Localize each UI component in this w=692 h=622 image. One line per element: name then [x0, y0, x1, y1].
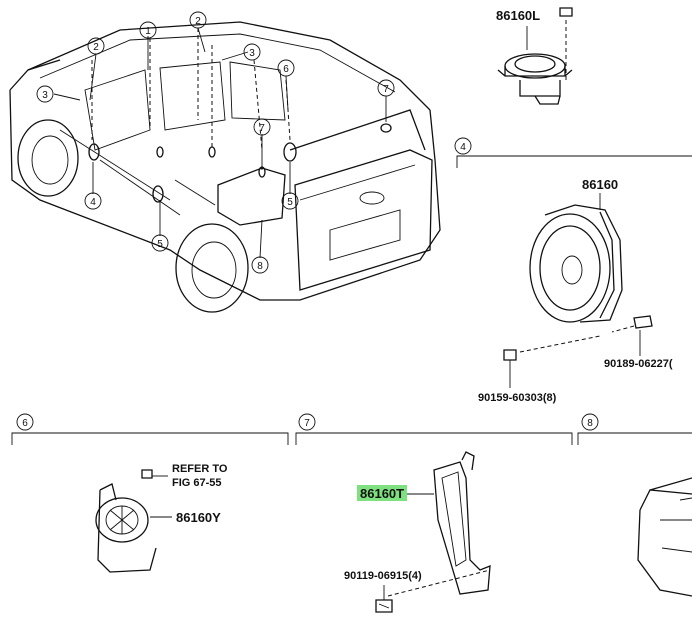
part-label-90119[interactable]: 90119-06915(4): [344, 570, 422, 582]
callout-5a: 5: [151, 234, 169, 252]
part-label-90159[interactable]: 90159-60303(8): [478, 392, 557, 404]
svg-text:2: 2: [93, 42, 99, 53]
tweeter-86160L: 86160L: [496, 7, 573, 105]
svg-text:7: 7: [304, 418, 310, 429]
section-4: 4 86160 90189-06227( 90159-60303(8): [454, 137, 692, 404]
section-8: 8: [577, 413, 692, 597]
section-6: 6 REFER TO FIG 67-55 86160Y: [11, 413, 289, 573]
svg-text:6: 6: [22, 418, 28, 429]
svg-text:3: 3: [42, 90, 48, 101]
highlight-86160T: [357, 485, 407, 501]
svg-text:6: 6: [283, 64, 289, 75]
svg-text:5: 5: [287, 197, 293, 208]
vehicle-callouts: 1 2 2 3 3 6 7 7 4 5 5 8: [36, 11, 395, 274]
section-7: 7 86160T 90119-06915(4): [295, 413, 573, 613]
svg-text:3: 3: [249, 48, 255, 59]
part-label-86160T[interactable]: 86160T: [360, 486, 404, 501]
part-label-86160L[interactable]: 86160L: [496, 8, 540, 23]
part-label-86160Y[interactable]: 86160Y: [176, 510, 221, 525]
svg-text:1: 1: [145, 26, 151, 37]
callout-2b: 2: [87, 37, 105, 55]
part-label-90189[interactable]: 90189-06227(: [604, 358, 673, 370]
svg-text:5: 5: [157, 239, 163, 250]
callout-4: 4: [84, 192, 102, 210]
callout-3b: 3: [36, 85, 54, 103]
svg-text:4: 4: [460, 142, 466, 153]
svg-text:7: 7: [259, 123, 265, 134]
refer-label-2: FIG 67-55: [172, 477, 222, 489]
callout-7b: 7: [253, 118, 271, 136]
svg-text:8: 8: [257, 261, 263, 272]
vehicle-illustration: [9, 21, 441, 313]
callout-5b: 5: [281, 192, 299, 210]
callout-1: 1: [139, 21, 157, 39]
callout-6: 6: [277, 59, 295, 77]
callout-8: 8: [251, 256, 269, 274]
svg-text:7: 7: [383, 84, 389, 95]
callout-3a: 3: [243, 43, 261, 61]
callout-7a: 7: [377, 79, 395, 97]
svg-text:4: 4: [90, 197, 96, 208]
svg-text:8: 8: [587, 418, 593, 429]
callout-2a: 2: [189, 11, 207, 29]
svg-text:2: 2: [195, 16, 201, 27]
refer-label-1: REFER TO: [172, 463, 228, 475]
part-label-86160[interactable]: 86160: [582, 177, 618, 192]
